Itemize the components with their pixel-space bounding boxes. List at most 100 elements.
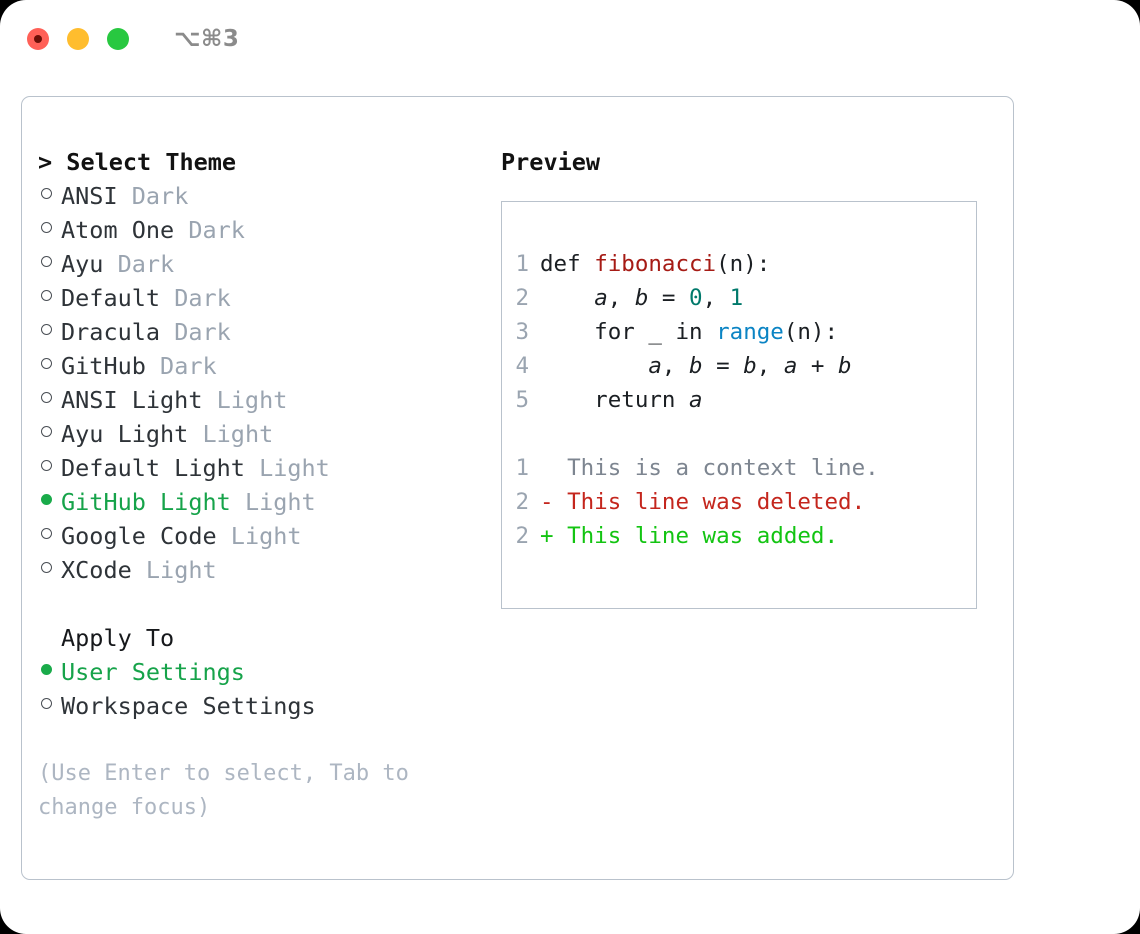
- radio-unselected-icon[interactable]: [38, 213, 61, 247]
- code-token-var: b: [743, 353, 757, 379]
- theme-item-ansi-light[interactable]: ANSI Light Light: [38, 383, 478, 417]
- theme-item-ayu-light[interactable]: Ayu Light Light: [38, 417, 478, 451]
- code-token-punct: [540, 285, 594, 311]
- code-token-num: 0: [689, 285, 703, 311]
- code-line-text: for _ in range(n):: [540, 315, 838, 349]
- line-number: 2: [515, 489, 529, 515]
- code-token-punct: +: [797, 353, 839, 379]
- radio-unselected-icon[interactable]: [38, 383, 61, 417]
- code-token-var: a: [594, 285, 608, 311]
- code-token-var: b: [838, 353, 852, 379]
- code-token-kw: for _ in: [540, 319, 717, 345]
- diff-line-text: This is a context line.: [540, 451, 879, 485]
- diff-marker: -: [540, 489, 554, 515]
- theme-item-label: Ayu: [61, 250, 104, 278]
- theme-item-label: ANSI: [61, 182, 118, 210]
- theme-item-atom-one[interactable]: Atom One Dark: [38, 213, 478, 247]
- radio-selected-icon[interactable]: [38, 655, 61, 689]
- code-line-text: def fibonacci(n):: [540, 247, 770, 281]
- code-token-punct: =: [648, 285, 690, 311]
- line-number: 2: [515, 523, 529, 549]
- radio-unselected-icon[interactable]: [38, 281, 61, 315]
- theme-item-label: Dracula: [61, 318, 161, 346]
- code-token-punct: =: [702, 353, 744, 379]
- apply-to-item-label: User Settings: [61, 658, 245, 686]
- theme-item-label: Atom One: [61, 216, 175, 244]
- radio-unselected-icon[interactable]: [38, 689, 61, 723]
- line-number: 5: [515, 387, 529, 413]
- diff-line-text: + This line was added.: [540, 519, 838, 553]
- close-button[interactable]: [27, 28, 49, 50]
- theme-item-google-code[interactable]: Google Code Light: [38, 519, 478, 553]
- radio-unselected-icon[interactable]: [38, 417, 61, 451]
- theme-item-variant: Dark: [117, 250, 175, 278]
- theme-item-variant: Light: [244, 488, 316, 516]
- radio-unselected-icon[interactable]: [38, 315, 61, 349]
- code-token-punct: (n):: [716, 251, 771, 277]
- theme-item-github[interactable]: GitHub Dark: [38, 349, 478, 383]
- code-token-punct: (n):: [783, 319, 839, 345]
- code-line: 2 a, b = 0, 1: [502, 281, 976, 315]
- line-number: 2: [515, 285, 529, 311]
- theme-item-variant: Dark: [160, 352, 217, 380]
- radio-unselected-icon[interactable]: [38, 179, 61, 213]
- code-token-fn: fibonacci: [594, 251, 717, 277]
- code-token-num: 1: [729, 285, 744, 311]
- line-number: 3: [515, 319, 529, 345]
- code-token-var: b: [689, 353, 703, 379]
- diff-line-text: - This line was deleted.: [540, 485, 865, 519]
- theme-item-variant: Dark: [174, 284, 231, 312]
- diff-line-del: 2 - This line was deleted.: [502, 485, 976, 519]
- code-line: 5 return a: [502, 383, 976, 417]
- diff-line-content: This is a context line.: [567, 455, 879, 481]
- theme-item-default[interactable]: Default Dark: [38, 281, 478, 315]
- apply-to-item-workspace-settings[interactable]: Workspace Settings: [38, 689, 478, 723]
- code-token-var: a: [689, 387, 703, 413]
- theme-item-github-light[interactable]: GitHub Light Light: [38, 485, 478, 519]
- code-token-punct: ,: [702, 285, 730, 311]
- theme-item-variant: Light: [202, 420, 274, 448]
- radio-unselected-icon[interactable]: [38, 349, 61, 383]
- theme-item-variant: Light: [145, 556, 217, 584]
- theme-item-dracula[interactable]: Dracula Dark: [38, 315, 478, 349]
- radio-unselected-icon[interactable]: [38, 553, 61, 587]
- minimize-button[interactable]: [67, 28, 89, 50]
- theme-item-label: Ayu Light: [61, 420, 189, 448]
- code-blank-line: [502, 417, 976, 451]
- code-token-kw: return: [540, 387, 690, 413]
- maximize-button[interactable]: [107, 28, 129, 50]
- code-token-var: b: [634, 285, 649, 311]
- theme-item-xcode[interactable]: XCode Light: [38, 553, 478, 587]
- code-token-punct: ,: [607, 285, 635, 311]
- preview-heading: Preview: [501, 148, 601, 176]
- code-line: 4 a, b = b, a + b: [502, 349, 976, 383]
- code-token-var: a: [648, 353, 662, 379]
- code-line-text: a, b = 0, 1: [540, 281, 743, 315]
- code-token-punct: ,: [756, 353, 784, 379]
- theme-item-ayu[interactable]: Ayu Dark: [38, 247, 478, 281]
- radio-unselected-icon[interactable]: [38, 519, 61, 553]
- code-line-text: return a: [540, 383, 703, 417]
- line-number: 4: [515, 353, 529, 379]
- apply-to-item-user-settings[interactable]: User Settings: [38, 655, 478, 689]
- apply-to-heading: Apply To: [61, 624, 175, 652]
- apply-to-item-label: Workspace Settings: [61, 692, 316, 720]
- radio-selected-icon[interactable]: [38, 485, 61, 519]
- radio-unselected-icon[interactable]: [38, 451, 61, 485]
- radio-unselected-icon[interactable]: [38, 247, 61, 281]
- theme-item-ansi[interactable]: ANSI Dark: [38, 179, 478, 213]
- line-number: 1: [515, 455, 529, 481]
- theme-item-default-light[interactable]: Default Light Light: [38, 451, 478, 485]
- theme-item-label: GitHub Light: [61, 488, 231, 516]
- code-token-punct: [540, 353, 648, 379]
- code-token-call: range: [716, 319, 784, 345]
- theme-item-label: Default: [61, 284, 161, 312]
- keyboard-hint-text: (Use Enter to select, Tab to change focu…: [38, 761, 409, 820]
